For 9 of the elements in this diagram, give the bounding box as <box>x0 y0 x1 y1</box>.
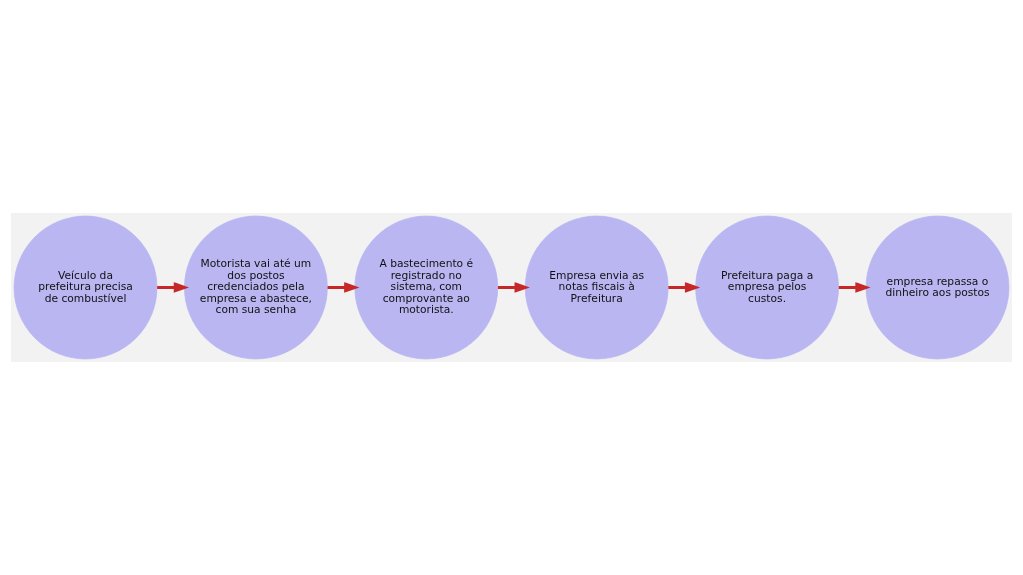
node-circle: A bastecimento é registrado no sistema, com comprovante ao motorista. <box>354 215 499 360</box>
node-circle: empresa repassa o dinheiro aos postos <box>865 215 1010 360</box>
arrow <box>157 282 190 293</box>
node-circle: Veículo da prefeitura precisa de combustível <box>13 215 158 360</box>
node-circle: Empresa envia as notas fiscais à Prefeitura <box>524 215 669 360</box>
node-circle: Motorista vai até um dos postos credenciados pela empresa e abastece, com sua senha <box>184 215 328 360</box>
arrow <box>497 282 530 293</box>
node-circle: Prefeitura paga a empresa pelos custos. <box>695 215 839 360</box>
arrow <box>668 282 701 293</box>
